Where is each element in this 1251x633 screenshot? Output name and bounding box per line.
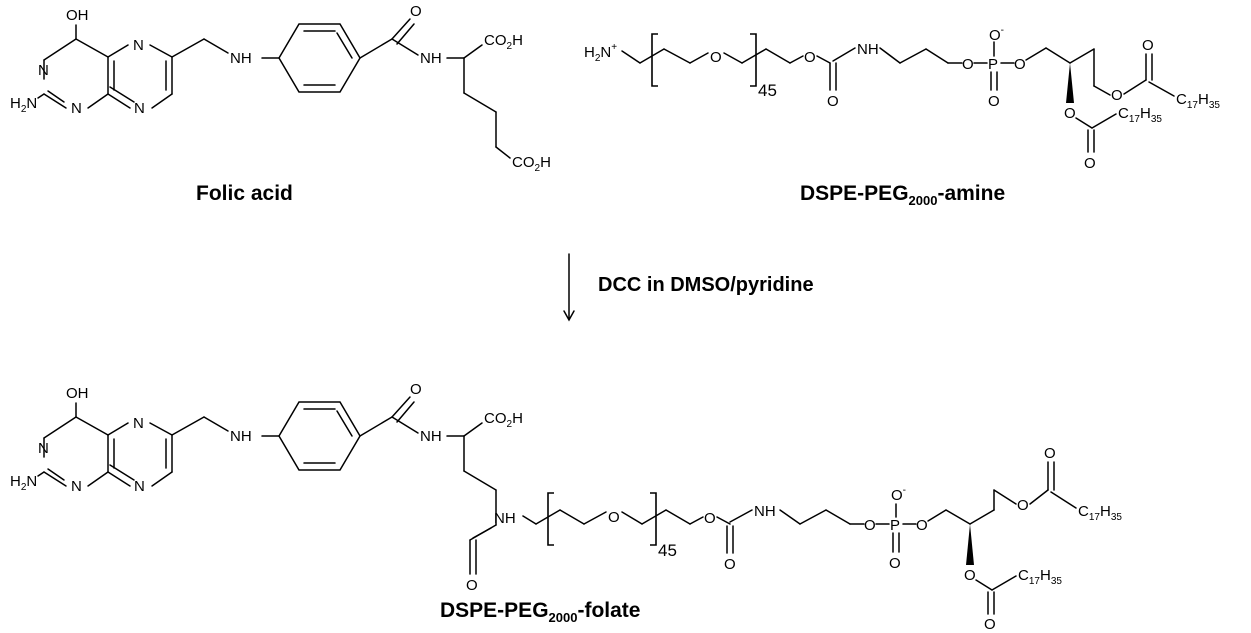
folic-acid-caption: Folic acid — [196, 182, 293, 205]
folic-acid-gamma-carboxyl-label: CO2H — [512, 154, 551, 174]
folate-head — [37, 396, 497, 526]
folate-ester-carbonyl-o-1: O — [1044, 445, 1056, 462]
folic-acid-skeleton — [37, 18, 511, 159]
folic-acid-ring-n3: N — [71, 100, 82, 117]
amine-peg-repeat-count: 45 — [758, 81, 777, 100]
folate-amide-o-label: O — [410, 381, 422, 398]
reaction-arrow — [563, 253, 575, 322]
folate-phosphate-o-minus: O- — [891, 485, 906, 504]
amine-carbamate-nh: NH — [857, 41, 879, 58]
dspe-peg-folate-caption: DSPE-PEG2000-folate — [440, 599, 640, 625]
folic-acid-amide-o-label: O — [410, 3, 422, 20]
dspe-peg-amine-skeleton — [621, 33, 1175, 153]
folate-alpha-carboxyl-label: CO2H — [484, 410, 523, 430]
folate-hydroxyl-label: OH — [66, 385, 89, 402]
folate-linker-amide-o: O — [466, 577, 478, 594]
folate-ring-n8: N — [134, 478, 145, 495]
amine-carbamate-o: O — [804, 49, 816, 66]
amine-ester-o-1: O — [1111, 87, 1123, 104]
folate-linker-skeleton — [469, 461, 1077, 615]
amine-phosphate-oxo: O — [988, 93, 1000, 110]
folic-acid-amino-label: H2N — [10, 95, 37, 115]
folic-acid-ring-n5: N — [133, 37, 144, 54]
amine-stearoyl-chain-2: C17H35 — [1118, 105, 1162, 125]
amine-ester-o-2: O — [1064, 105, 1076, 122]
amine-ester-carbonyl-o-2: O — [1084, 155, 1096, 172]
folate-phosphate-o-right: O — [916, 517, 928, 534]
folate-nh-label: NH — [230, 428, 252, 445]
folate-carbamate-carbonyl-o: O — [724, 556, 736, 573]
folate-amide-nh-label: NH — [420, 428, 442, 445]
folate-phosphate-o-left: O — [864, 517, 876, 534]
folic-acid-alpha-carboxyl-label: CO2H — [484, 32, 523, 52]
amine-phosphorus: P — [988, 56, 998, 73]
folate-linker-nh: NH — [494, 510, 516, 527]
amine-phosphate-o-right: O — [1014, 56, 1026, 73]
amine-carbamate-carbonyl-o: O — [827, 93, 839, 110]
folate-ester-o-1: O — [1017, 497, 1029, 514]
amine-phosphate-o-left: O — [962, 56, 974, 73]
folate-amino-label: H2N — [10, 473, 37, 493]
folate-peg-repeat-count: 45 — [658, 541, 677, 560]
folate-phosphate-oxo: O — [889, 555, 901, 572]
folate-ester-o-2: O — [964, 567, 976, 584]
folate-stearoyl-chain-1: C17H35 — [1078, 503, 1122, 523]
dspe-peg-amine-structure: H2N+ O 45 O O NH O P O O- O O O C17H35 O… — [584, 25, 1220, 172]
folate-ring-n1: N — [38, 440, 49, 457]
folate-carbamate-o: O — [704, 510, 716, 527]
folate-phosphorus: P — [890, 517, 900, 534]
folate-peg-ether-o: O — [608, 509, 620, 526]
folate-ring-n3: N — [71, 478, 82, 495]
folic-acid-amide-nh-label: NH — [420, 50, 442, 67]
folate-carbamate-nh: NH — [754, 503, 776, 520]
folic-acid-structure: OH N N N N H2N NH O NH CO2H CO2H — [10, 3, 551, 174]
folate-ester-carbonyl-o-2: O — [984, 616, 996, 633]
amine-ammonium-label: H2N+ — [584, 42, 617, 64]
amine-phosphate-o-minus: O- — [989, 25, 1004, 44]
folate-ring-n5: N — [133, 415, 144, 432]
dspe-peg-folate-structure: OH N N N N H2N NH O NH CO2H — [10, 381, 1122, 633]
amine-ester-carbonyl-o-1: O — [1142, 37, 1154, 54]
dspe-peg-amine-caption: DSPE-PEG2000-amine — [800, 182, 1005, 208]
folic-acid-ring-n1: N — [38, 62, 49, 79]
folate-stearoyl-chain-2: C17H35 — [1018, 567, 1062, 587]
folic-acid-ring-n8: N — [134, 100, 145, 117]
amine-stearoyl-chain-1: C17H35 — [1176, 91, 1220, 111]
folic-acid-hydroxyl-label: OH — [66, 7, 89, 24]
amine-peg-ether-o: O — [710, 49, 722, 66]
reaction-reagent-label: DCC in DMSO/pyridine — [598, 274, 814, 296]
folic-acid-nh-label: NH — [230, 50, 252, 67]
